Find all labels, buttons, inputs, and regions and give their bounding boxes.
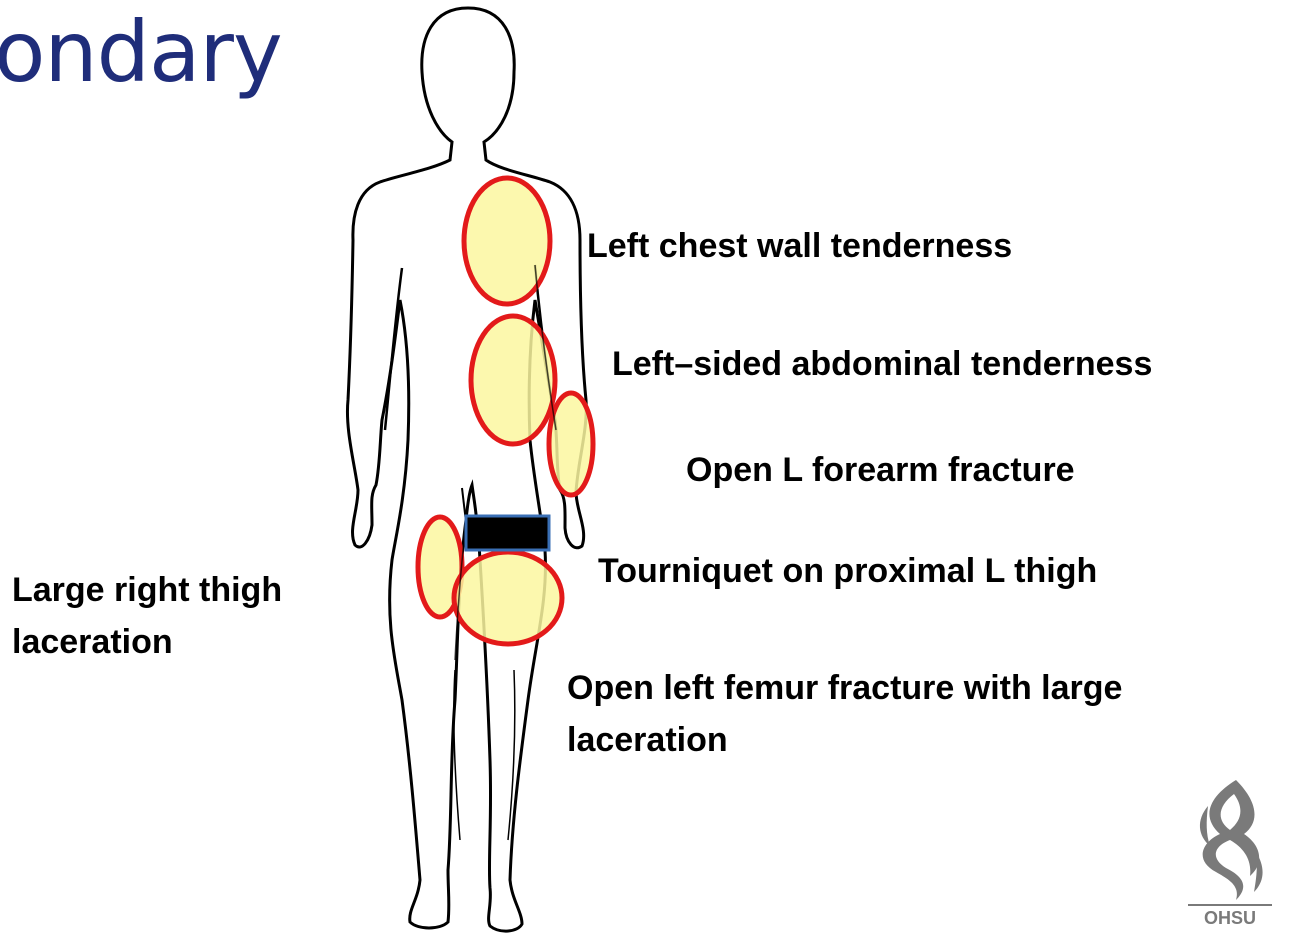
left-femur-injury-marker xyxy=(454,552,562,644)
forearm-injury-marker xyxy=(549,393,593,495)
abdomen-label: Left–sided abdominal tenderness xyxy=(612,338,1152,390)
femur-label: Open left femur fracture with large lace… xyxy=(567,662,1167,766)
tourniquet-marker xyxy=(466,516,549,550)
chest-label: Left chest wall tenderness xyxy=(587,220,1012,272)
right-thigh-label: Large right thigh laceration xyxy=(12,564,352,668)
forearm-label: Open L forearm fracture xyxy=(686,444,1075,496)
tourniquet-label: Tourniquet on proximal L thigh xyxy=(598,545,1097,597)
logo-text: OHSU xyxy=(1204,908,1256,926)
ohsu-logo: OHSU xyxy=(1180,776,1280,926)
